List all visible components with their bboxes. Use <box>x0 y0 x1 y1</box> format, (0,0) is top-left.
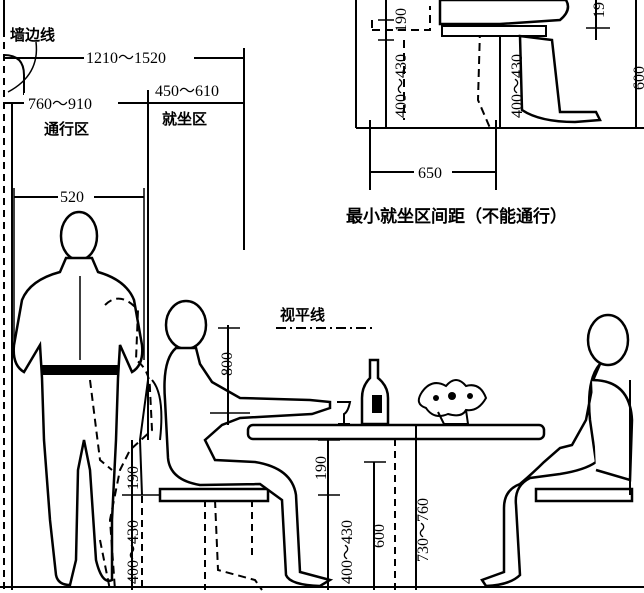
passage-area-label: 通行区 <box>44 120 89 138</box>
dimension-mid-stack <box>318 425 417 590</box>
inset-seat-a-label: 400～430 <box>393 54 410 118</box>
inset-190-right-label: 19 <box>591 2 608 18</box>
dining-table <box>246 423 546 590</box>
sight-line-label: 视平线 <box>280 306 325 324</box>
inset-minimum-seating <box>355 0 644 190</box>
dim-seat-left-label: 400～430 <box>125 520 142 584</box>
dim-table-label: 730～760 <box>415 498 432 562</box>
wall-edge-label: 墙边线 <box>10 26 55 44</box>
dim-seat-mid-label: 400～430 <box>339 520 356 584</box>
inset-seat-b-label: 400～430 <box>509 54 526 118</box>
dim-190-left-label: 190 <box>125 466 142 490</box>
standing-person-figure <box>12 210 144 587</box>
dimension-1210-1520 <box>4 48 245 250</box>
dim-190-mid-label: 190 <box>313 456 330 480</box>
dashed-chair-outline <box>89 297 154 591</box>
inset-190-label: 190 <box>393 8 410 32</box>
dimension-800 <box>210 325 250 425</box>
dim-800-label: 800 <box>219 352 236 376</box>
dimension-left-stack <box>122 440 160 590</box>
seated-person-right <box>480 313 634 588</box>
seated-person-left <box>163 299 334 588</box>
flower-arrangement <box>417 379 488 425</box>
inset-600-right-label: 600 <box>631 66 644 90</box>
inset-caption: 最小就坐区间距（不能通行） <box>346 206 567 227</box>
dim-600-label: 600 <box>371 524 388 548</box>
dim-450-610-label: 450～610 <box>155 83 219 100</box>
wine-bottle <box>360 358 390 426</box>
wine-glass <box>337 401 352 425</box>
seating-area-label: 就坐区 <box>162 110 207 128</box>
dim-760-910-label: 760～910 <box>28 96 92 113</box>
left-chair <box>138 379 270 591</box>
wall-edge-line <box>3 0 38 590</box>
inset-650-label: 650 <box>418 165 442 182</box>
dim-1210-1520-label: 1210～1520 <box>86 50 166 67</box>
dim-520-label: 520 <box>60 189 84 206</box>
